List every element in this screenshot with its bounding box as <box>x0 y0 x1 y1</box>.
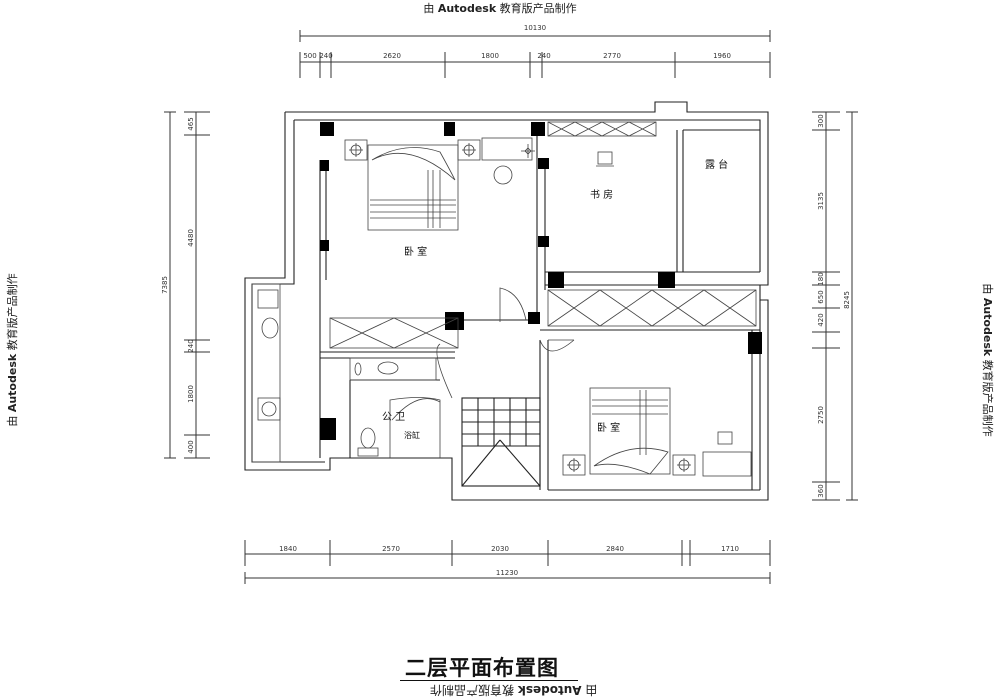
dim-right-seg-1: 300 <box>817 114 825 127</box>
study-chair <box>596 151 614 167</box>
study-shelf <box>547 121 657 137</box>
master-wardrobe <box>329 317 459 349</box>
second-door <box>539 339 575 352</box>
dim-right-seg-6: 2750 <box>817 406 825 424</box>
second-nightstand-right <box>672 454 696 476</box>
room-label-bathroom: 公 卫 <box>382 412 405 423</box>
bathtub-area <box>389 397 441 458</box>
dim-right-seg-5: 420 <box>817 313 825 326</box>
room-label-terrace: 露 台 <box>705 158 728 171</box>
toilet-icon <box>357 427 379 457</box>
dim-bottom-seg-1: 1840 <box>279 545 297 553</box>
nightstand-left <box>344 139 368 161</box>
master-door <box>499 287 527 322</box>
second-nightstand-left <box>562 454 586 476</box>
dim-top-seg-7: 1960 <box>713 52 731 60</box>
room-label-study: 书 房 <box>590 188 613 201</box>
dim-top-total: 10130 <box>524 24 546 32</box>
dim-top-seg-1: 500 <box>303 52 316 60</box>
page-title: 二层平面布置图 <box>405 656 559 680</box>
dim-left-seg-4: 1800 <box>187 385 195 403</box>
second-chair <box>717 431 733 445</box>
master-round-table <box>493 165 513 185</box>
master-cabinet <box>481 137 533 161</box>
dim-left-seg-5: 400 <box>187 440 195 453</box>
dim-right-seg-7: 360 <box>817 484 825 497</box>
structural-columns <box>320 122 762 440</box>
dim-bottom-total: 11230 <box>496 569 518 577</box>
room-label-bathtub: 浴缸 <box>404 430 420 440</box>
lamp-icon <box>521 144 535 158</box>
dim-left-seg-3: 240 <box>187 339 195 352</box>
dim-right-seg-4: 650 <box>817 290 825 303</box>
watermark-top: 由 Autodesk 教育版产品制作 <box>423 2 577 15</box>
dim-bottom-seg-4: 2840 <box>606 545 624 553</box>
dim-top-seg-3: 2620 <box>383 52 401 60</box>
dim-top-seg-2: 240 <box>319 52 332 60</box>
nightstand-right <box>457 139 481 161</box>
dim-bottom-seg-5: 1710 <box>721 545 739 553</box>
laundry-area <box>251 283 281 463</box>
dim-right-total: 8245 <box>843 291 851 309</box>
room-label-master-bedroom: 卧 室 <box>404 245 427 258</box>
second-wardrobe <box>547 289 757 327</box>
master-bed <box>367 144 459 231</box>
second-bed <box>589 387 671 475</box>
dim-bottom-seg-3: 2030 <box>491 545 509 553</box>
room-label-second-bedroom: 卧 室 <box>597 421 620 434</box>
dim-left-seg-1: 465 <box>187 117 195 130</box>
second-desk <box>702 451 752 477</box>
dim-top-seg-5: 240 <box>537 52 550 60</box>
title-underline <box>400 680 578 681</box>
dim-left-total: 7385 <box>161 276 169 294</box>
dim-top-seg-4: 1800 <box>481 52 499 60</box>
dim-right-seg-2: 3135 <box>817 192 825 210</box>
dim-top-seg-6: 2770 <box>603 52 621 60</box>
dim-left-seg-2: 4480 <box>187 229 195 247</box>
bathroom-vanity <box>349 357 437 381</box>
dim-bottom-seg-2: 2570 <box>382 545 400 553</box>
bathroom-door <box>436 343 453 399</box>
dim-right-seg-3: 180 <box>817 272 825 285</box>
